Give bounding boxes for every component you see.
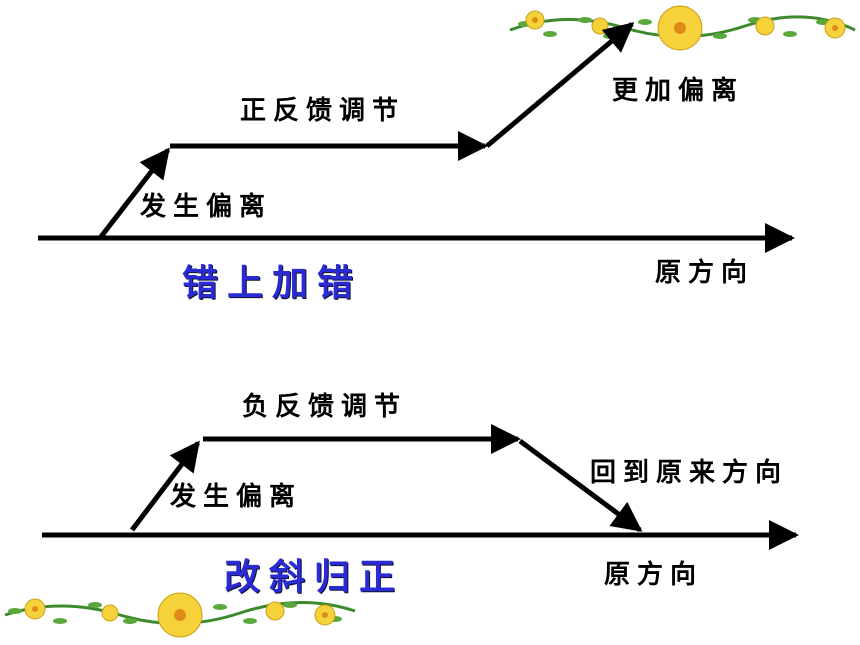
top-feedback-label: 正反馈调节 — [240, 96, 406, 126]
top-result-label: 更加偏离 — [612, 76, 745, 106]
flower-garland-bottom-left — [4, 592, 356, 638]
bottom-feedback-label: 负反馈调节 — [242, 392, 408, 422]
top-summary-label: 错上加错 — [182, 262, 363, 304]
top-deviation-arrow — [98, 147, 170, 240]
flower-garland-top-right — [509, 5, 856, 51]
bottom-result-label: 回到原来方向 — [590, 458, 789, 488]
bottom-deviation-label: 发生偏离 — [170, 482, 303, 512]
top-deviation-label: 发生偏离 — [140, 192, 273, 222]
top-result-arrow — [485, 22, 635, 148]
bottom-summary-label: 改斜归正 — [224, 556, 405, 598]
bottom-result-arrow — [518, 438, 643, 533]
top-baseline-label: 原方向 — [655, 258, 755, 288]
bottom-baseline-label: 原方向 — [604, 560, 704, 590]
bottom-deviation-arrow — [130, 440, 200, 532]
